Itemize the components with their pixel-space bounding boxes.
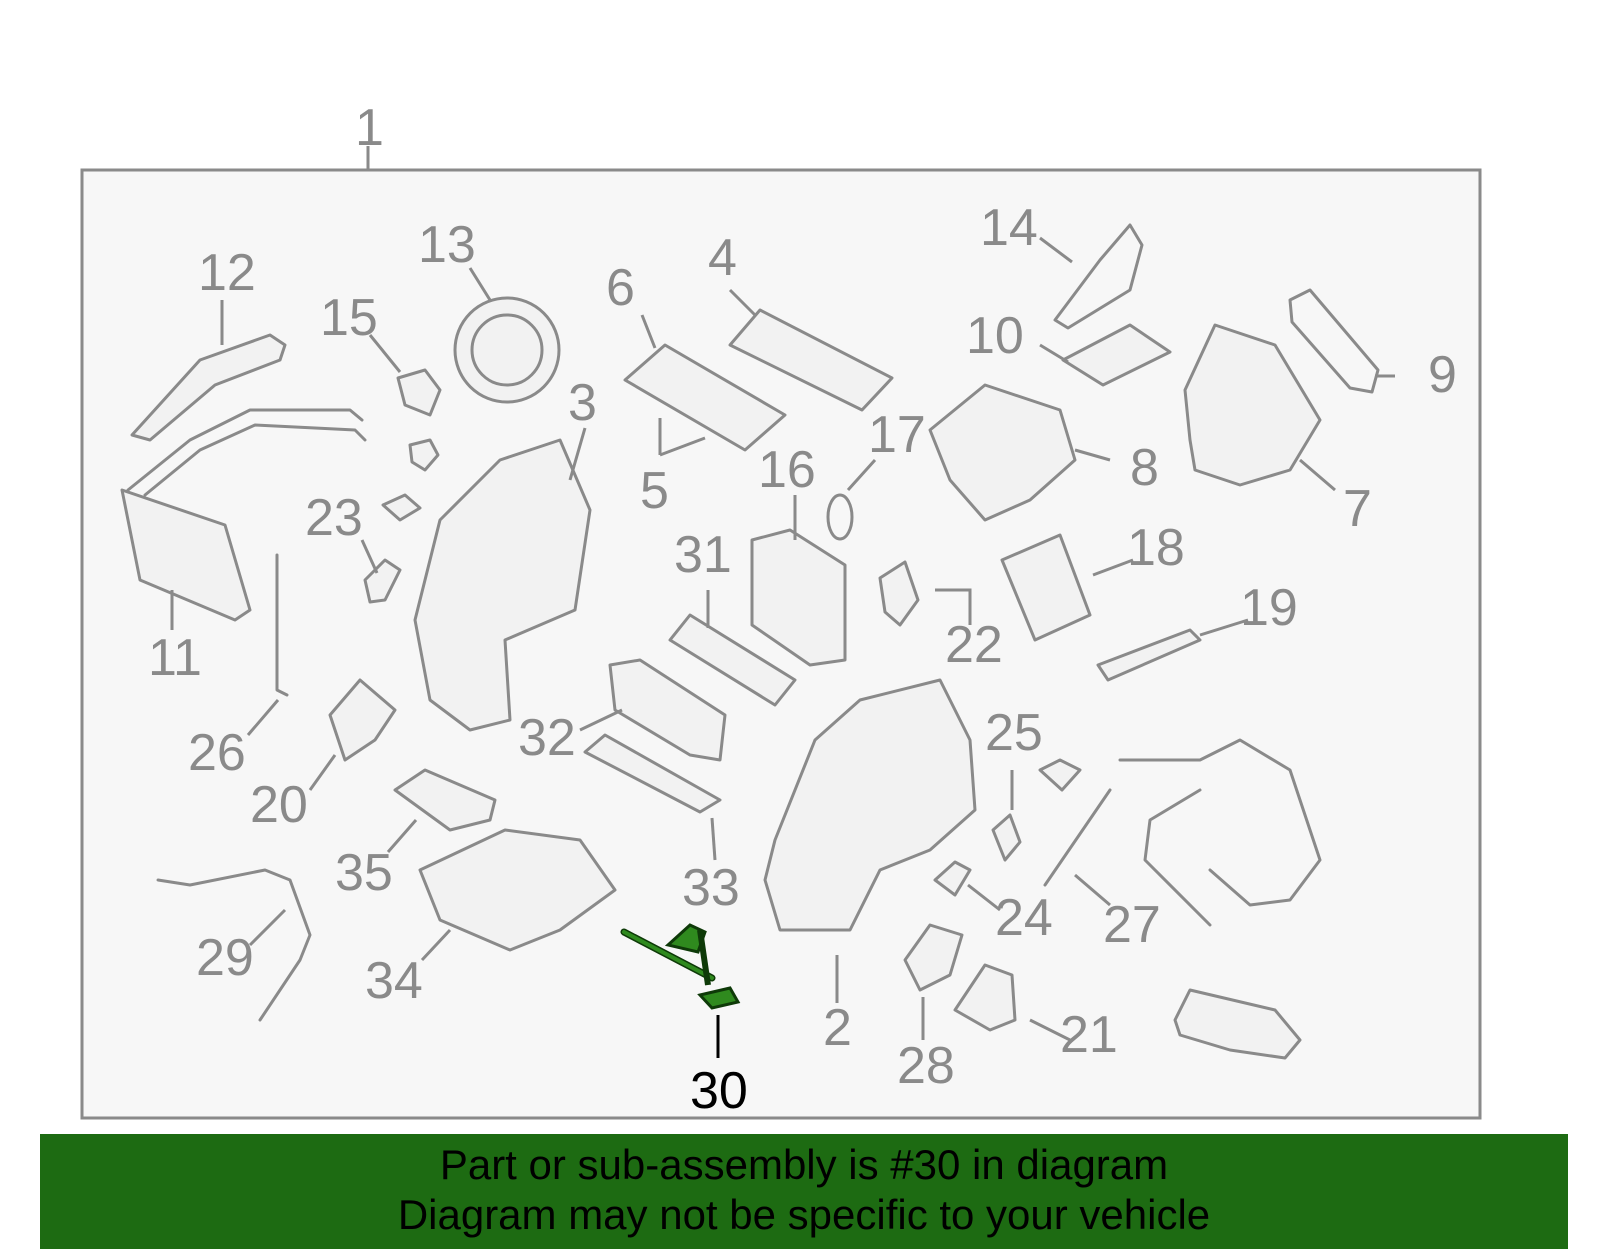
callout-25: 25 — [985, 704, 1043, 762]
part-4-shape — [728, 308, 894, 412]
callout-32: 32 — [518, 709, 576, 767]
info-banner: Part or sub-assembly is #30 in diagram D… — [40, 1134, 1568, 1249]
callout-11: 11 — [148, 629, 202, 687]
part-25-shape — [991, 813, 1022, 862]
callout-16: 16 — [758, 441, 816, 499]
part-22-shape — [878, 560, 920, 627]
callout-14: 14 — [980, 199, 1038, 257]
callout-8: 8 — [1130, 439, 1159, 497]
callout-13: 13 — [418, 216, 476, 274]
part-26-shape — [275, 553, 289, 697]
callout-24: 24 — [995, 889, 1053, 947]
callout-4: 4 — [708, 229, 737, 287]
part-29-shape — [156, 868, 312, 1022]
part-33-shape — [583, 733, 722, 814]
part-6-shape — [623, 343, 787, 452]
part-11-pipes — [126, 408, 367, 497]
callout-26: 26 — [188, 724, 246, 782]
part-10-shape — [1061, 323, 1172, 387]
part-18-shape — [1000, 533, 1092, 642]
banner-line-2: Diagram may not be specific to your vehi… — [397, 1191, 1211, 1238]
part-14-shape — [1053, 223, 1144, 330]
callout-7: 7 — [1343, 480, 1372, 538]
callout-5: 5 — [640, 462, 669, 520]
callout-3: 3 — [568, 374, 597, 432]
callout-10: 10 — [966, 307, 1024, 365]
callout-28: 28 — [897, 1037, 955, 1095]
part-23-shape — [363, 558, 402, 604]
part-35-shape — [393, 768, 497, 832]
callout-2: 2 — [823, 999, 852, 1057]
callout-15: 15 — [320, 289, 378, 347]
callout-34: 34 — [365, 952, 423, 1010]
callout-22: 22 — [945, 616, 1003, 674]
part-27-shape — [1043, 738, 1322, 927]
callout-35: 35 — [335, 844, 393, 902]
part-3-shape — [413, 438, 592, 732]
callout-20: 20 — [250, 776, 308, 834]
callout-19: 19 — [1240, 579, 1298, 637]
part-17-shape — [826, 493, 854, 541]
callout-31: 31 — [674, 526, 732, 584]
callout-6: 6 — [606, 259, 635, 317]
part-24-shape — [933, 860, 972, 897]
part-9-shape — [1288, 288, 1380, 394]
callout-12: 12 — [198, 244, 256, 302]
duct-shape — [1173, 988, 1302, 1060]
callout-23: 23 — [305, 489, 363, 547]
callout-33: 33 — [682, 859, 740, 917]
part-28-shape — [903, 923, 964, 992]
callout-1: 1 — [355, 99, 384, 157]
part-11-shape — [120, 488, 252, 622]
part-16-shape — [750, 528, 847, 667]
part-32-shape — [608, 658, 727, 762]
callout-21: 21 — [1060, 1006, 1118, 1064]
part-34-shape — [418, 828, 617, 952]
callout-9: 9 — [1428, 346, 1457, 404]
part-31-shape — [668, 613, 797, 707]
part-19-shape — [1096, 628, 1202, 682]
part-2-shape — [763, 678, 977, 932]
part-8-shape — [928, 383, 1077, 522]
part-20-shape — [328, 678, 397, 762]
part-7-shape — [1183, 323, 1322, 487]
callout-29: 29 — [196, 929, 254, 987]
part-21-shape — [953, 963, 1017, 1032]
callout-17: 17 — [868, 406, 926, 464]
part-13-shape — [453, 296, 561, 404]
part-30-highlighted — [620, 923, 741, 1010]
callout-27: 27 — [1103, 896, 1161, 954]
banner-line-1: Part or sub-assembly is #30 in diagram — [439, 1141, 1169, 1188]
callout-18: 18 — [1127, 519, 1185, 577]
part-12-shape — [130, 333, 287, 442]
part-15-shape — [396, 368, 442, 417]
callout-30: 30 — [690, 1062, 748, 1120]
